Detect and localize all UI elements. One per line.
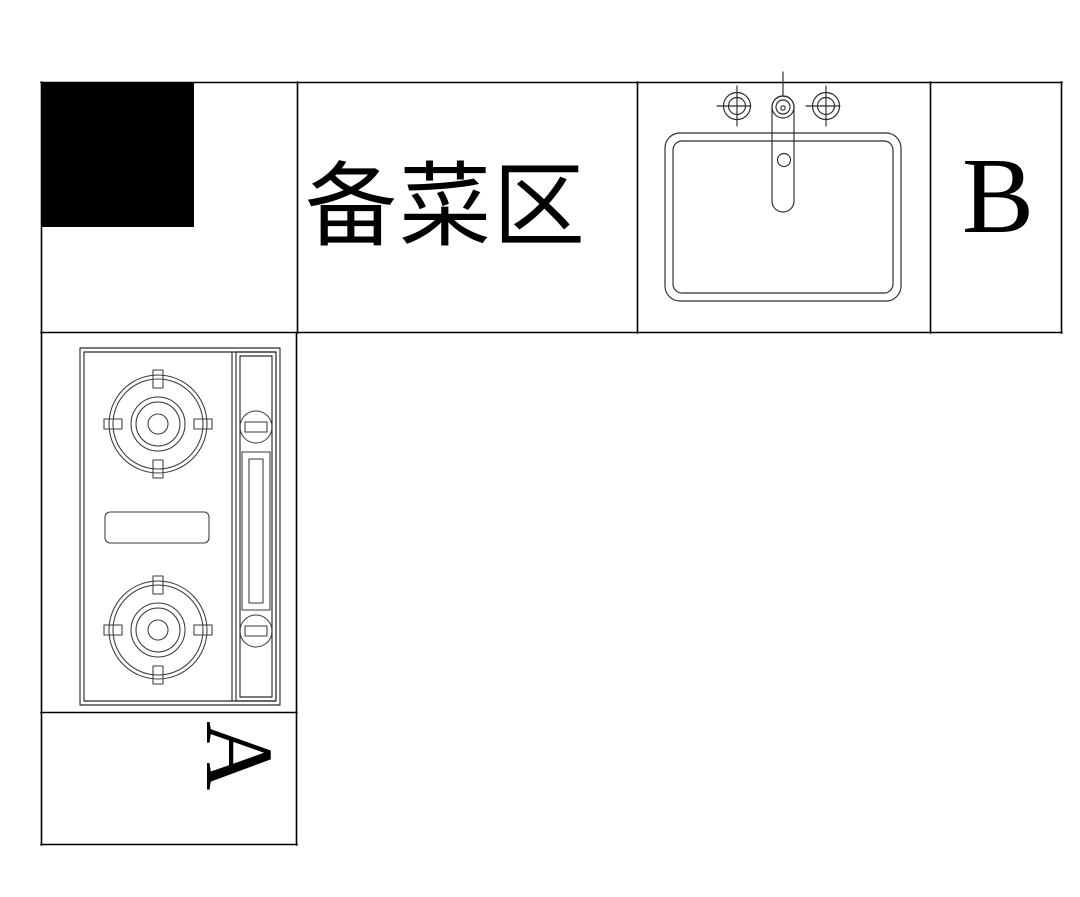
panel-slot <box>241 451 271 611</box>
burner-tab-s <box>152 459 164 479</box>
burner-tab-n <box>152 575 164 595</box>
burner-tab-e <box>193 418 213 430</box>
sink-basin-outer <box>664 132 902 302</box>
control-panel <box>235 351 277 702</box>
burner-tab-w <box>103 418 123 430</box>
cooktop-assembly <box>79 347 281 706</box>
faucet-cap-inner <box>775 99 791 115</box>
cooktop-outer <box>79 347 281 706</box>
knob-upper[interactable] <box>239 410 273 444</box>
label-prep-area: 备菜区 <box>305 153 587 260</box>
handle-right <box>805 85 841 127</box>
control-panel-inner <box>239 355 273 698</box>
faucet-cap-outer <box>771 95 795 119</box>
burner-tab-e <box>193 624 213 636</box>
left-run-walls <box>40 332 298 846</box>
burner-tab-n <box>152 369 164 389</box>
control-panel-outer <box>235 351 277 702</box>
label-elevation-b: B <box>962 137 1034 256</box>
burner-tab-s <box>152 665 164 685</box>
burner-front <box>103 575 213 685</box>
burner-rear <box>103 369 213 479</box>
handle-left <box>716 85 752 127</box>
label-elevation-a-group: A <box>186 721 293 790</box>
sink-assembly <box>664 71 902 302</box>
solid-block <box>41 82 194 227</box>
cooktop-center-tray <box>104 511 210 544</box>
sink-drain <box>776 152 792 168</box>
faucet-cap-center <box>780 105 786 111</box>
label-elevation-a: A <box>186 721 293 790</box>
burner-tab-w <box>103 624 123 636</box>
knob-lower[interactable] <box>239 614 273 648</box>
sink-basin-inner <box>672 140 894 294</box>
